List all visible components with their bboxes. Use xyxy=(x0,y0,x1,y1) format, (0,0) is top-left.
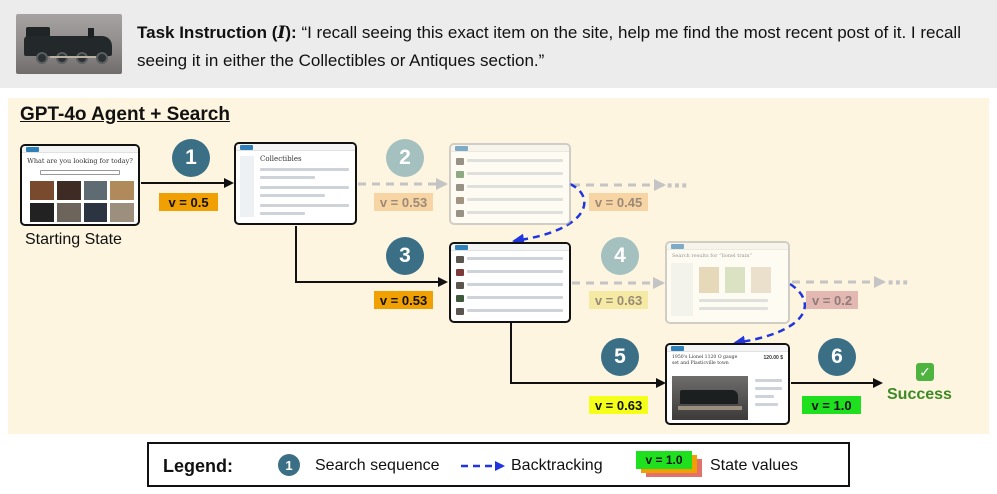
step-3-badge: 3 xyxy=(386,237,424,275)
backtrack-arrow-to-step-5 xyxy=(733,282,807,348)
starting-state-screenshot: What are you looking for today? xyxy=(20,144,140,226)
collectibles-page-screenshot: Collectibles xyxy=(234,142,357,225)
step-2-badge: 2 xyxy=(386,139,424,177)
toy-train-photo xyxy=(16,14,122,74)
locomotive-drive-rod xyxy=(50,56,96,58)
step-2-value: v = 0.53 xyxy=(374,193,433,211)
ellipsis-after-step-2: ⋯ xyxy=(666,173,688,198)
panel-title: GPT-4o Agent + Search xyxy=(20,104,230,125)
legend: Legend: 1 Search sequence Backtracking v… xyxy=(147,442,850,487)
branch-value-after-step-2: v = 0.45 xyxy=(589,193,648,211)
step-1-badge: 1 xyxy=(172,139,210,177)
final-listing-screenshot: 1950's Lionel 1120 O gauge set and Plast… xyxy=(665,343,790,425)
step-1-value: v = 0.5 xyxy=(159,193,218,211)
legend-title: Legend: xyxy=(163,456,233,476)
step-5-badge: 5 xyxy=(601,338,639,376)
legend-step-badge: 1 xyxy=(278,454,300,476)
step-6-badge: 6 xyxy=(818,338,856,376)
task-symbol: I xyxy=(277,23,286,43)
check-mark-icon: ✓ xyxy=(916,363,934,381)
listing-price: 120.00 $ xyxy=(763,355,783,361)
locomotive-body xyxy=(24,36,112,56)
branch-value-after-step-4: v = 0.2 xyxy=(806,291,858,309)
locomotive-wheel xyxy=(96,52,108,64)
legend-value-sample: v = 1.0 xyxy=(636,451,692,469)
task-instruction-banner xyxy=(0,0,997,88)
backtracked-listing-screenshot-a xyxy=(449,143,571,225)
locomotive-wheel xyxy=(56,52,68,64)
locomotive-smokestack xyxy=(88,28,94,38)
locomotive-wheel xyxy=(76,52,88,64)
listing-title: 1950's Lionel 1120 O gauge set and Plast… xyxy=(672,355,738,366)
starting-state-headline: What are you looking for today? xyxy=(27,157,133,165)
backtrack-arrow-to-step-3 xyxy=(512,182,586,246)
search-results-screenshot xyxy=(449,242,571,323)
legend-backtracking: Backtracking xyxy=(511,457,603,474)
step-5-value: v = 0.63 xyxy=(589,396,648,414)
ellipsis-after-step-4: ⋯ xyxy=(887,270,909,295)
task-quote: “I recall seeing this exact item on the … xyxy=(137,23,961,70)
legend-backtrack-arrow xyxy=(461,461,505,471)
legend-state-values: State values xyxy=(710,457,799,474)
step-3-arrow xyxy=(295,226,448,287)
locomotive-wheel xyxy=(36,52,48,64)
search-result-heading: Search results for “lionel train” xyxy=(672,253,752,259)
backtracked-search-screenshot-b: Search results for “lionel train” xyxy=(665,241,790,324)
step-3-value: v = 0.53 xyxy=(374,291,433,309)
task-instruction-text: Task Instruction (I): “I recall seeing t… xyxy=(137,19,987,74)
starting-state-label: Starting State xyxy=(25,231,122,248)
success-label: Success xyxy=(887,386,952,403)
step-4-value: v = 0.63 xyxy=(589,291,648,309)
step-5-arrow xyxy=(510,322,666,388)
task-label: Task Instruction ( xyxy=(137,23,278,42)
step-6-value: v = 1.0 xyxy=(802,396,861,414)
step-4-badge: 4 xyxy=(601,237,639,275)
collectibles-heading: Collectibles xyxy=(260,155,302,163)
legend-search-sequence: Search sequence xyxy=(315,457,440,474)
task-label-end: ): xyxy=(285,23,297,42)
